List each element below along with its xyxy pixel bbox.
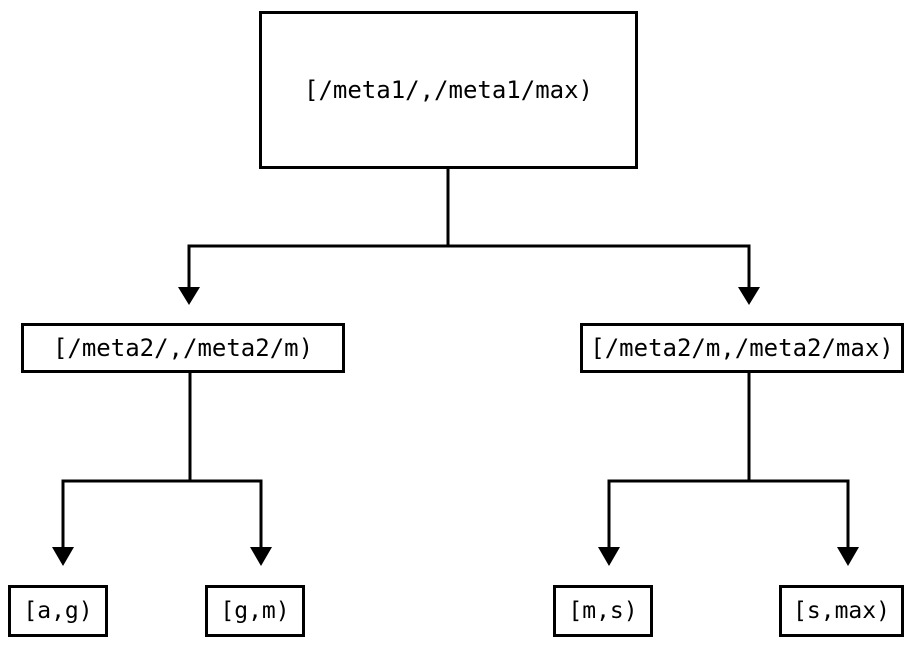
node-leaf-m-s[interactable]: [m,s): [553, 585, 653, 637]
arrowhead-to-leaf-s-max: [837, 547, 859, 566]
node-leaf-g-m[interactable]: [g,m): [205, 585, 305, 637]
node-root-interval[interactable]: [/meta1/,/meta1/max): [259, 11, 638, 169]
node-leaf-g-m-label: [g,m): [220, 597, 290, 624]
arrowhead-to-leaf-a-g: [52, 547, 74, 566]
node-leaf-a-g-label: [a,g): [23, 597, 93, 624]
edge-right-mid-to-leaves: [598, 373, 859, 566]
node-leaf-s-max[interactable]: [s,max): [779, 585, 904, 637]
edge-root-to-mid-level: [178, 169, 760, 305]
node-leaf-a-g[interactable]: [a,g): [8, 585, 108, 637]
node-root-label: [/meta1/,/meta1/max): [304, 76, 593, 104]
node-leaf-m-s-label: [m,s): [568, 597, 638, 624]
arrowhead-to-mid-right: [738, 287, 760, 305]
arrowhead-to-mid-left: [178, 287, 200, 305]
arrowhead-to-leaf-g-m: [250, 547, 272, 566]
edge-left-mid-to-leaves: [52, 373, 272, 566]
node-mid-right-interval[interactable]: [/meta2/m,/meta2/max): [580, 323, 904, 373]
node-mid-left-interval[interactable]: [/meta2/,/meta2/m): [21, 323, 345, 373]
node-mid-left-label: [/meta2/,/meta2/m): [52, 334, 314, 362]
node-mid-right-label: [/meta2/m,/meta2/max): [590, 334, 894, 362]
node-leaf-s-max-label: [s,max): [793, 597, 890, 624]
arrowhead-to-leaf-m-s: [598, 547, 620, 566]
